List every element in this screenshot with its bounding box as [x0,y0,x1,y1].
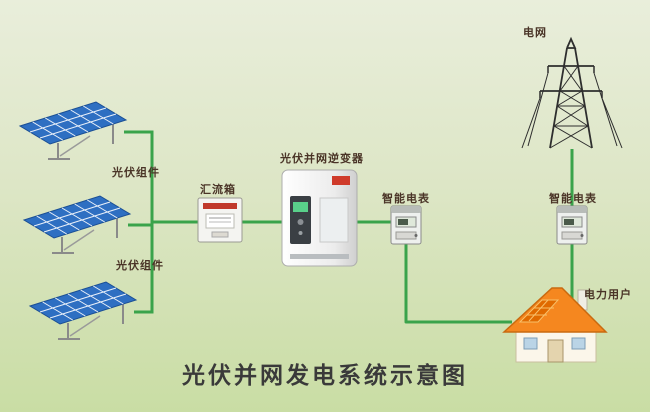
inverter-label: 光伏并网逆变器 [280,152,364,165]
smart-meter-left-label: 智能电表 [382,192,430,205]
grid-tower-graphic [521,36,623,149]
combiner-box-label: 汇流箱 [200,183,236,196]
inverter-graphic [281,169,358,267]
smart-meter-right-label: 智能电表 [549,192,597,205]
grid-label: 电网 [523,26,547,39]
smart-meter-left-graphic [390,205,422,245]
pv-array-3 [29,281,137,341]
pv-array-1-label: 光伏组件 [112,166,160,179]
diagram-title: 光伏并网发电系统示意图 [182,363,468,389]
combiner-box-graphic [197,197,243,243]
power-user-label: 电力用户 [584,288,632,301]
smart-meter-right-graphic [556,205,588,245]
pv-array-2 [23,195,131,255]
connector-lines [124,130,574,324]
pv-array-2-label: 光伏组件 [116,259,164,272]
house-graphic [502,287,608,363]
pv-array-1 [19,101,127,161]
